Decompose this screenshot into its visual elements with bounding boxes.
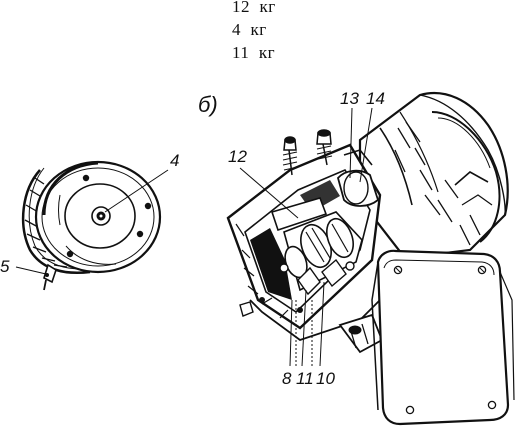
weight-line-3: 11 кг bbox=[232, 43, 276, 62]
callout-8: 8 bbox=[282, 369, 292, 388]
callout-4: 4 bbox=[170, 151, 179, 170]
callout-14: 14 bbox=[366, 89, 385, 108]
disc-unit bbox=[21, 160, 162, 291]
weight-line-2: 4 кг bbox=[232, 20, 267, 39]
callout-11: 11 bbox=[296, 369, 314, 388]
gearbox-unit bbox=[226, 91, 515, 426]
panel-label: б) bbox=[198, 92, 218, 117]
weight-line-1: 12 кг bbox=[232, 0, 276, 16]
callout-13: 13 bbox=[340, 89, 359, 108]
leaders-right bbox=[239, 107, 373, 367]
callout-12: 12 bbox=[228, 147, 247, 166]
leaders-left bbox=[15, 169, 169, 275]
callout-10: 10 bbox=[316, 369, 335, 388]
callout-5: 5 bbox=[0, 257, 10, 276]
